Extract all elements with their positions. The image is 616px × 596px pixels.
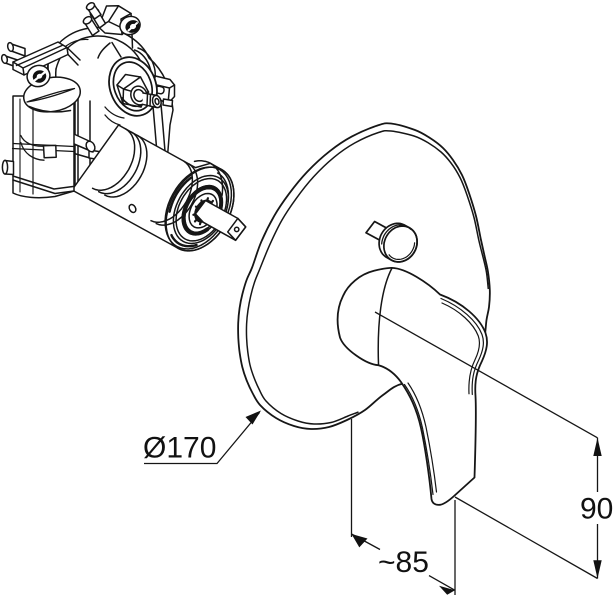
svg-text:Ø170: Ø170 (143, 432, 216, 465)
svg-text:90: 90 (580, 493, 613, 526)
svg-text:~85: ~85 (378, 546, 429, 579)
